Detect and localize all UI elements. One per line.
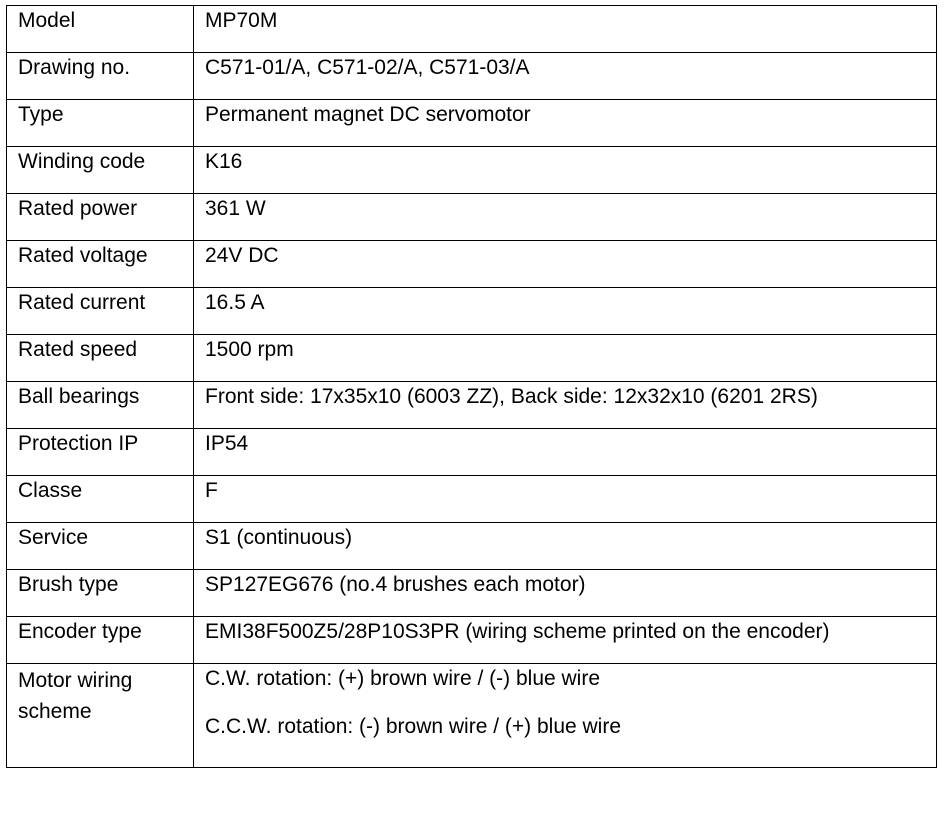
spec-label: Encoder type	[6, 616, 194, 664]
spec-label: Rated speed	[6, 334, 194, 382]
spec-label: Rated current	[6, 287, 194, 335]
wiring-cw-rotation: C.W. rotation: (+) brown wire / (-) blue…	[205, 667, 601, 690]
spec-value: SP127EG676 (no.4 brushes each motor)	[193, 569, 937, 617]
spec-row-rated-speed: Rated speed 1500 rpm	[6, 334, 937, 382]
spec-row-ball-bearings: Ball bearings Front side: 17x35x10 (6003…	[6, 381, 937, 429]
spec-row-service: Service S1 (continuous)	[6, 522, 937, 570]
spec-value: Permanent magnet DC servomotor	[193, 99, 937, 147]
spec-label: Ball bearings	[6, 381, 194, 429]
spec-label: Type	[6, 99, 194, 147]
spec-label: Drawing no.	[6, 52, 194, 100]
spec-table-body: Model MP70M Drawing no. C571-01/A, C571-…	[6, 5, 937, 768]
spec-value: MP70M	[193, 5, 937, 53]
spec-value: F	[193, 475, 937, 523]
spec-row-encoder-type: Encoder type EMI38F500Z5/28P10S3PR (wiri…	[6, 616, 937, 664]
spec-label: Motor wiring scheme	[6, 663, 194, 768]
spec-label: Service	[6, 522, 194, 570]
spec-label: Brush type	[6, 569, 194, 617]
spec-label: Protection IP	[6, 428, 194, 476]
wiring-ccw-rotation: C.C.W. rotation: (-) brown wire / (+) bl…	[205, 715, 622, 738]
spec-row-brush-type: Brush type SP127EG676 (no.4 brushes each…	[6, 569, 937, 617]
spec-row-classe: Classe F	[6, 475, 937, 523]
spec-value: C571-01/A, C571-02/A, C571-03/A	[193, 52, 937, 100]
spec-row-drawing-no: Drawing no. C571-01/A, C571-02/A, C571-0…	[6, 52, 937, 100]
spec-value: S1 (continuous)	[193, 522, 937, 570]
spec-value: 24V DC	[193, 240, 937, 288]
spec-value: 361 W	[193, 193, 937, 241]
spec-value: EMI38F500Z5/28P10S3PR (wiring scheme pri…	[193, 616, 937, 664]
spec-value: 1500 rpm	[193, 334, 937, 382]
spec-row-winding-code: Winding code K16	[6, 146, 937, 194]
spec-row-protection-ip: Protection IP IP54	[6, 428, 937, 476]
spec-row-rated-current: Rated current 16.5 A	[6, 287, 937, 335]
spec-value: 16.5 A	[193, 287, 937, 335]
motor-spec-table: Model MP70M Drawing no. C571-01/A, C571-…	[6, 5, 937, 768]
spec-value: K16	[193, 146, 937, 194]
wiring-scheme-cell: C.W. rotation: (+) brown wire / (-) blue…	[193, 663, 937, 768]
spec-row-rated-power: Rated power 361 W	[6, 193, 937, 241]
spec-label: Classe	[6, 475, 194, 523]
spec-row-type: Type Permanent magnet DC servomotor	[6, 99, 937, 147]
spec-label: Rated power	[6, 193, 194, 241]
spec-row-rated-voltage: Rated voltage 24V DC	[6, 240, 937, 288]
spec-label: Model	[6, 5, 194, 53]
spec-row-model: Model MP70M	[6, 5, 937, 53]
spec-value: IP54	[193, 428, 937, 476]
spec-value: Front side: 17x35x10 (6003 ZZ), Back sid…	[193, 381, 937, 429]
spec-label: Winding code	[6, 146, 194, 194]
spec-row-motor-wiring-scheme: Motor wiring scheme C.W. rotation: (+) b…	[6, 663, 937, 768]
spec-label: Rated voltage	[6, 240, 194, 288]
